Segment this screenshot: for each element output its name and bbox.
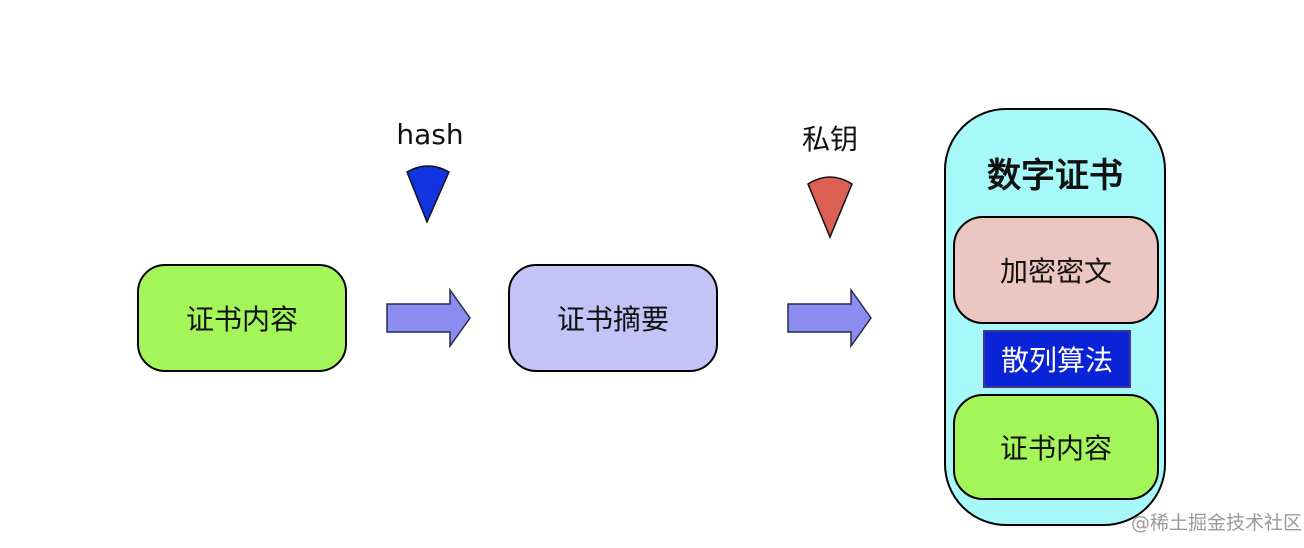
right-arrow-icon	[386, 287, 471, 349]
certificate-inner-content-box: 证书内容	[953, 394, 1159, 500]
key-wedge-icon	[807, 176, 853, 239]
certificate-content-label: 证书内容	[185, 303, 298, 336]
hash-algorithm-box: 散列算法	[983, 330, 1131, 388]
encrypted-ciphertext-box: 加密密文	[953, 216, 1159, 324]
hash-algorithm-label: 散列算法	[1000, 344, 1113, 377]
watermark-text: @稀土掘金技术社区	[1130, 512, 1302, 534]
encrypted-ciphertext-label: 加密密文	[999, 255, 1112, 288]
certificate-digest-label: 证书摘要	[556, 303, 669, 336]
certificate-inner-content-label: 证书内容	[999, 432, 1112, 465]
certificate-digest-box: 证书摘要	[508, 264, 718, 372]
digital-certificate-title: 数字证书	[987, 156, 1123, 196]
private-key-label: 私钥	[801, 123, 858, 156]
certificate-content-box: 证书内容	[137, 264, 347, 372]
right-arrow-icon	[787, 287, 872, 349]
hash-label: hash	[396, 118, 464, 151]
hash-wedge-icon	[406, 165, 450, 224]
